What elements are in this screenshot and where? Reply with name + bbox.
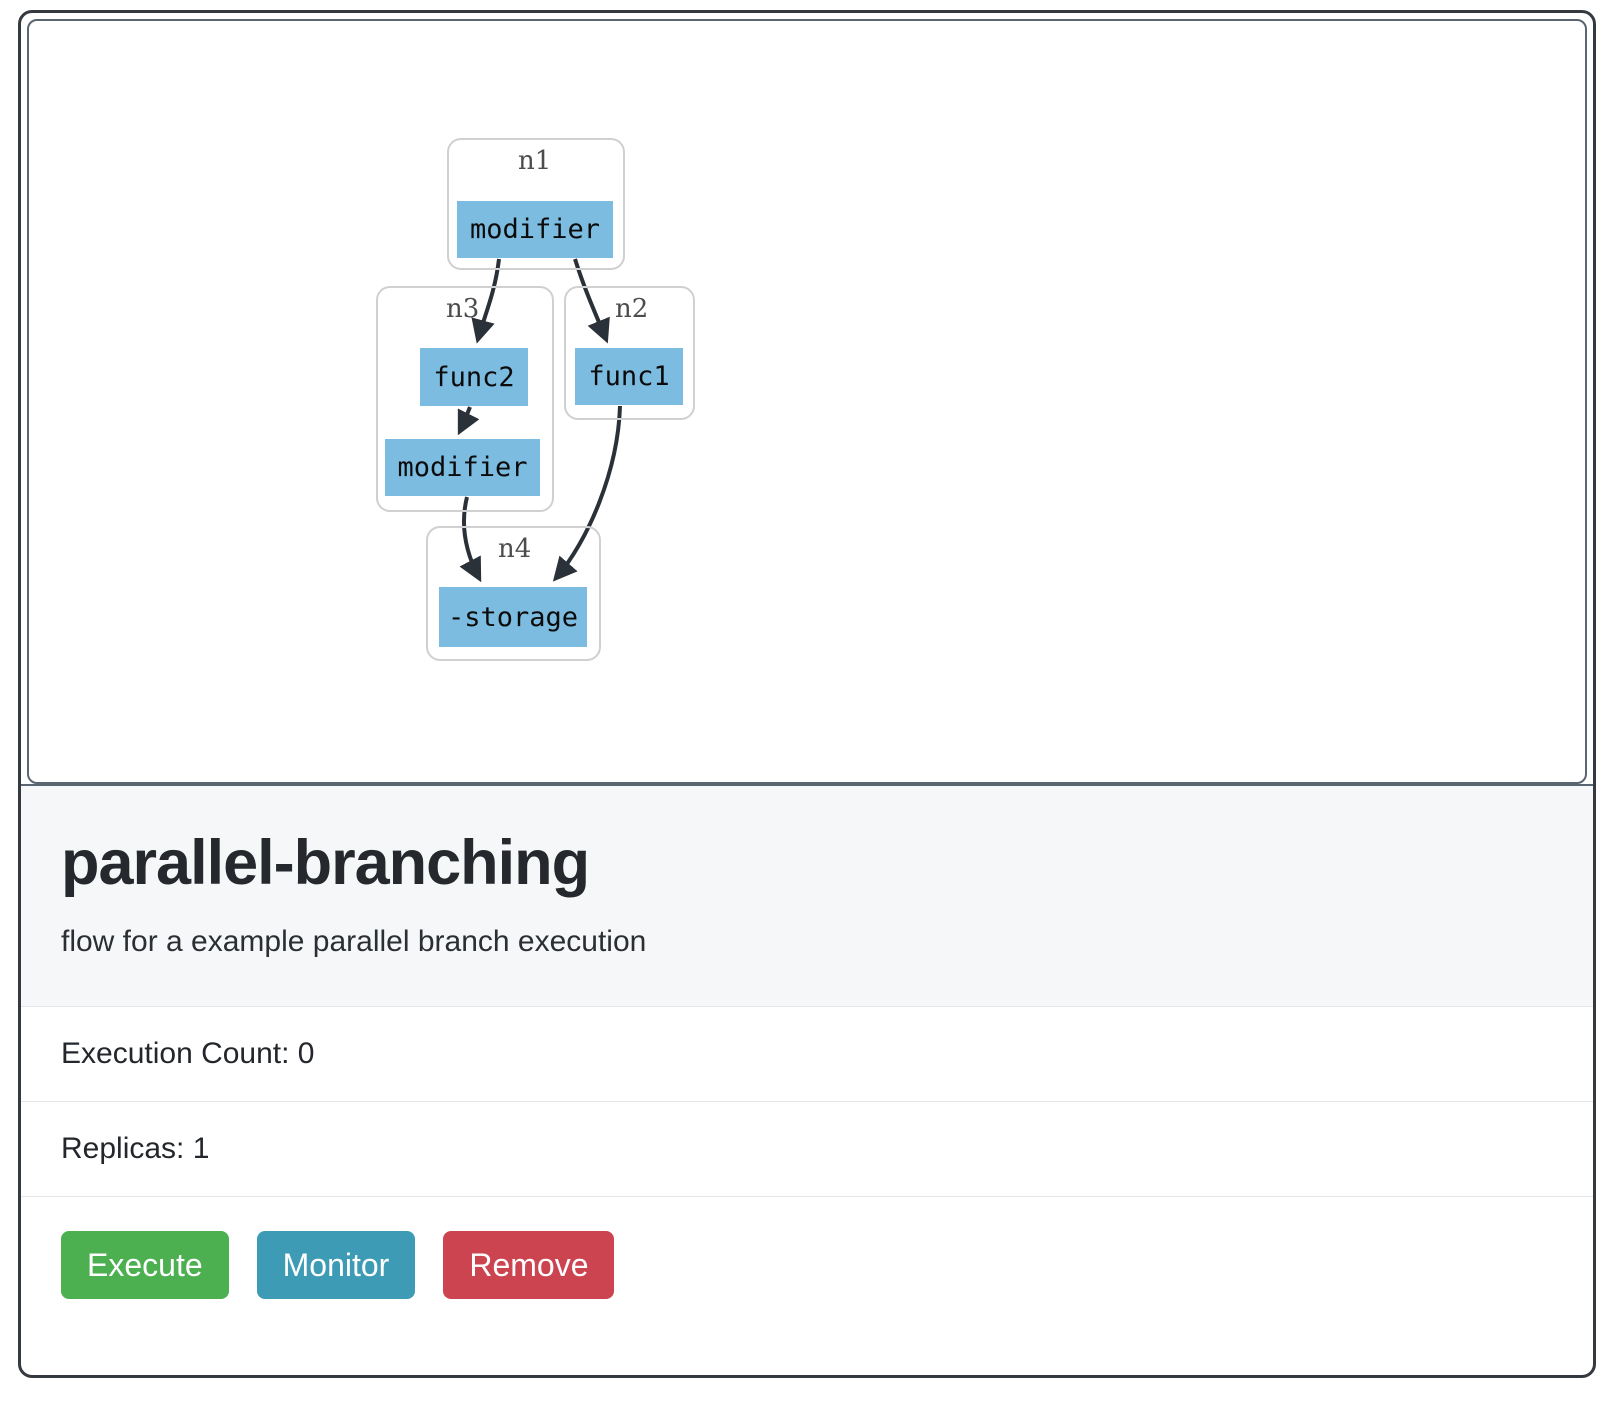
cluster-n3[interactable] [376,286,554,512]
cluster-label-n3: n3 [446,294,480,324]
edge-n2-to-n4 [552,405,622,582]
replicas-row: Replicas: 1 [21,1102,1593,1198]
execute-button[interactable]: Execute [61,1231,229,1300]
edge-n3-to-n4 [459,496,482,583]
cluster-n1[interactable] [447,138,625,270]
flow-graph-panel[interactable]: n1 n3 n2 n4 modifier func2 func1 modifie… [27,19,1587,784]
node-n2-func1[interactable]: func1 [575,348,683,405]
edge-func2-to-modifier [457,406,480,436]
remove-button[interactable]: Remove [443,1231,615,1300]
flow-card: n1 n3 n2 n4 modifier func2 func1 modifie… [18,10,1596,1378]
node-n3-func2[interactable]: func2 [420,348,528,406]
monitor-button[interactable]: Monitor [256,1231,416,1300]
cluster-n4[interactable] [426,526,601,661]
flow-graph-edges [457,258,622,583]
cluster-label-n4: n4 [498,534,532,564]
flow-header: parallel-branching flow for a example pa… [21,784,1593,1008]
cluster-n2[interactable] [564,286,695,420]
cluster-label-n1: n1 [518,146,552,176]
execution-count-row: Execution Count: 0 [21,1007,1593,1103]
action-bar: Execute Monitor Remove [21,1197,1593,1340]
flow-graph-stage: n1 n3 n2 n4 modifier func2 func1 modifie… [29,21,1585,781]
flow-description: flow for a example parallel branch execu… [61,925,647,959]
page-title: parallel-branching [61,828,590,898]
node-n4-storage[interactable]: -storage [439,587,587,647]
node-n3-modifier[interactable]: modifier [385,439,540,496]
cluster-label-n2: n2 [615,294,649,324]
node-n1-modifier[interactable]: modifier [457,201,613,258]
